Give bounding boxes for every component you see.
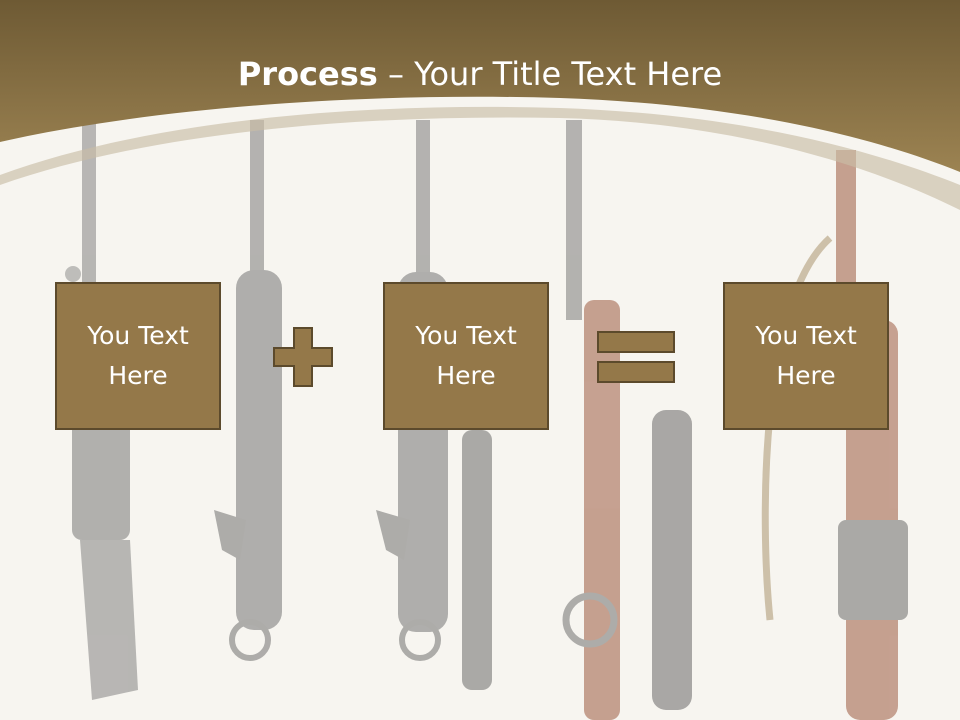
title-bold: Process — [237, 55, 378, 93]
slide-title: Process – Your Title Text Here — [0, 52, 960, 96]
process-box-1-text: You Text Here — [87, 321, 189, 390]
process-box-1[interactable]: You Text Here — [55, 282, 221, 430]
process-box-2-text: You Text Here — [415, 321, 517, 390]
title-rest: – Your Title Text Here — [377, 55, 723, 93]
process-box-3-text: You Text Here — [755, 321, 857, 390]
process-box-2[interactable]: You Text Here — [383, 282, 549, 430]
process-box-3[interactable]: You Text Here — [723, 282, 889, 430]
header-band — [0, 0, 960, 210]
plus-icon — [273, 327, 333, 387]
equals-icon — [597, 331, 675, 383]
